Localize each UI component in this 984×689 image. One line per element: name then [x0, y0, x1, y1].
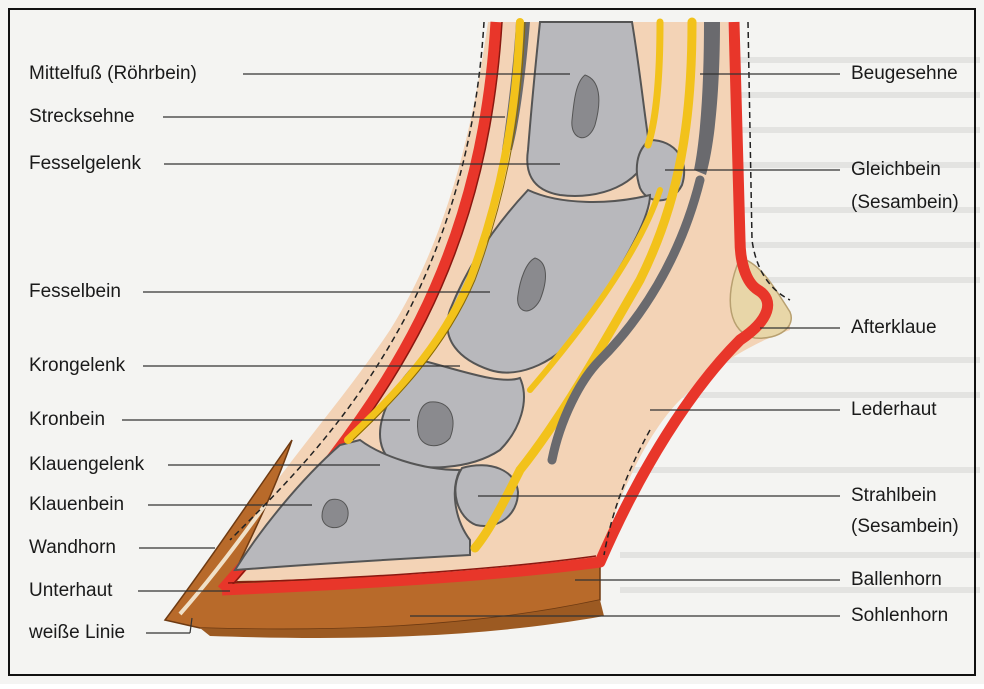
label-gleichbein: Gleichbein — [851, 159, 941, 181]
label-wandhorn: Wandhorn — [29, 537, 116, 559]
label-krongelenk: Krongelenk — [29, 355, 125, 377]
label-fesselgelenk: Fesselgelenk — [29, 153, 141, 175]
label-kronbein: Kronbein — [29, 409, 105, 431]
short-pastern-marrow — [418, 402, 454, 446]
label-fesselbein: Fesselbein — [29, 281, 121, 303]
label-lederhaut: Lederhaut — [851, 399, 937, 421]
label-strahlbein-sesambein: (Sesambein) — [851, 516, 959, 538]
label-mittelfuss: Mittelfuß (Röhrbein) — [29, 63, 197, 85]
coffin-marrow — [322, 499, 348, 527]
label-gleichbein-sesambein: (Sesambein) — [851, 192, 959, 214]
label-beugesehne: Beugesehne — [851, 63, 958, 85]
label-klauengelenk: Klauengelenk — [29, 454, 144, 476]
label-strecksehne: Strecksehne — [29, 106, 135, 128]
label-afterklaue: Afterklaue — [851, 317, 937, 339]
label-unterhaut: Unterhaut — [29, 580, 112, 602]
label-weisse-linie: weiße Linie — [29, 622, 125, 644]
label-sohlenhorn: Sohlenhorn — [851, 605, 948, 627]
label-klauenbein: Klauenbein — [29, 494, 124, 516]
label-strahlbein: Strahlbein — [851, 485, 937, 507]
label-ballenhorn: Ballenhorn — [851, 569, 942, 591]
